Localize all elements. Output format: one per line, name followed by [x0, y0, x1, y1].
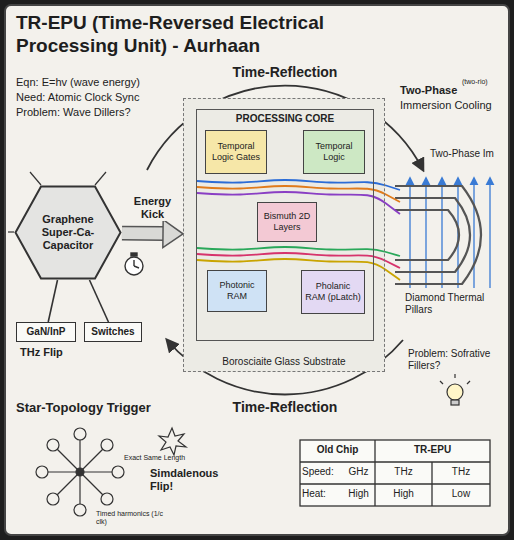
note-label: THz Flip — [20, 346, 100, 359]
note-label: Time-Reflection — [225, 64, 345, 81]
table-cell: Low — [432, 488, 490, 500]
connector-line — [48, 280, 57, 322]
table-cell: GHz — [342, 466, 375, 478]
note-label: Two-Phase — [400, 84, 462, 97]
node-text: Switches — [87, 326, 139, 338]
logic-box: Temporal Logic — [303, 130, 365, 174]
lightbulb-icon — [440, 374, 470, 405]
connector-line — [122, 227, 164, 239]
ram-box: Photonic RAM — [207, 270, 267, 312]
node-text: Graphene Super-Ca- Capacitor — [30, 213, 106, 253]
note-label: (two-rio) — [462, 78, 504, 86]
note-label: Timed harmonics (1/c clk) — [96, 510, 170, 527]
table-cell: Speed: — [302, 466, 342, 478]
table-cell: High — [342, 488, 375, 500]
energy-arrow — [122, 220, 183, 248]
node-text: Borosciaite Glass Substrate — [188, 356, 380, 368]
node-text: GaN/InP — [19, 326, 73, 338]
diagram-title: TR-EPU (Time-Reversed Electrical Process… — [16, 12, 356, 58]
table-cell: THz — [432, 466, 490, 478]
signal-wire — [197, 253, 400, 268]
node-text: Temporal Logic Gates — [209, 141, 263, 163]
capacitor-hexagon: Graphene Super-Ca- Capacitor — [14, 185, 122, 280]
switch-box: GaN/InP — [16, 322, 76, 342]
substrate-ground — [183, 98, 385, 372]
node-text: Pholanic RAM (pLatch) — [305, 281, 361, 303]
note-label: Exact Same Length — [124, 454, 196, 462]
table-cell: THz — [375, 466, 432, 478]
note-label: Two-Phase Im — [430, 148, 506, 160]
whiteboard — [5, 5, 509, 535]
stopwatch-icon — [125, 253, 143, 275]
note-label: Problem: Sofrative Fillers? — [408, 348, 504, 372]
table-cell: High — [375, 488, 432, 500]
arrowhead — [163, 220, 183, 248]
note-label: Problem: Wave Dillers? — [16, 106, 186, 119]
note-label: Immersion Cooling — [400, 99, 504, 112]
note-label: Star-Topology Trigger — [16, 400, 196, 416]
link-line — [48, 280, 57, 322]
layer-box: Bismuth 2D Layers — [257, 202, 317, 242]
note-label: Eqn: E=hv (wave energy) — [16, 76, 186, 89]
switch-box: Switches — [84, 322, 142, 342]
star-topology — [36, 428, 124, 516]
edge-label: Energy Kick — [129, 195, 177, 221]
note-label: Diamond Thermal Pillars — [405, 292, 503, 316]
node-text: PROCESSING CORE — [200, 113, 370, 125]
flip-burst — [159, 428, 186, 455]
substrate-box: Borosciaite Glass Substrate PROCESSING CO… — [183, 98, 385, 372]
arrow-outline — [122, 226, 164, 241]
note-label: Time-Reflection — [225, 399, 345, 416]
ram-box: Pholanic RAM (pLatch) — [301, 270, 365, 314]
node-text: Photonic RAM — [211, 280, 263, 302]
comparison-table — [300, 440, 490, 506]
immersion-tubes — [395, 186, 481, 284]
core-box: PROCESSING CORE Temporal Logic Gates Tempo… — [196, 109, 374, 341]
signal-wire — [197, 247, 400, 256]
logic-box: Temporal Logic Gates — [205, 130, 267, 174]
node-text: Temporal Logic — [307, 141, 361, 163]
note-label: Simdalenous Flip! — [150, 467, 222, 493]
table-cell: TR-EPU — [375, 444, 490, 456]
table-cell: Heat: — [302, 488, 342, 500]
node-text: Bismuth 2D Layers — [261, 211, 313, 233]
connector-line — [89, 280, 108, 322]
table-cell: Old Chip — [300, 444, 375, 456]
note-label: Need: Atomic Clock Sync — [16, 91, 186, 104]
link-line — [89, 280, 108, 322]
